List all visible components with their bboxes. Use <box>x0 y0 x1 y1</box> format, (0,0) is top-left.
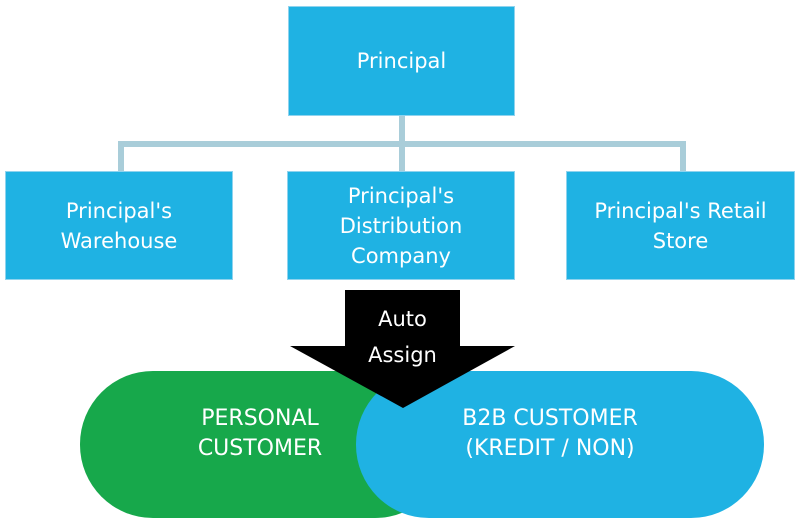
retail-store-node-label: Principal's Retail Store <box>594 198 767 253</box>
principal-node: Principal <box>288 6 515 116</box>
arrow-label-auto: Auto <box>378 307 427 331</box>
personal-customer-label: PERSONAL CUSTOMER <box>197 406 323 461</box>
arrow-label-assign: Assign <box>368 343 437 367</box>
retail-store-node: Principal's Retail Store <box>566 171 795 280</box>
b2b-customer-pill <box>356 371 764 518</box>
b2b-customer-label: B2B CUSTOMER (KREDIT / NON) <box>462 406 638 461</box>
auto-assign-arrow <box>290 290 515 408</box>
personal-customer-pill <box>80 371 448 518</box>
connector-horizontal-bar <box>118 141 686 147</box>
warehouse-node: Principal's Warehouse <box>5 171 233 280</box>
warehouse-node-label: Principal's Warehouse <box>60 198 178 253</box>
connector-right-drop <box>680 141 686 171</box>
distribution-company-node: Principal's Distribution Company <box>287 171 515 280</box>
connector-left-drop <box>118 141 124 171</box>
principal-node-label: Principal <box>356 49 447 73</box>
distribution-company-node-label: Principal's Distribution Company <box>339 183 463 268</box>
